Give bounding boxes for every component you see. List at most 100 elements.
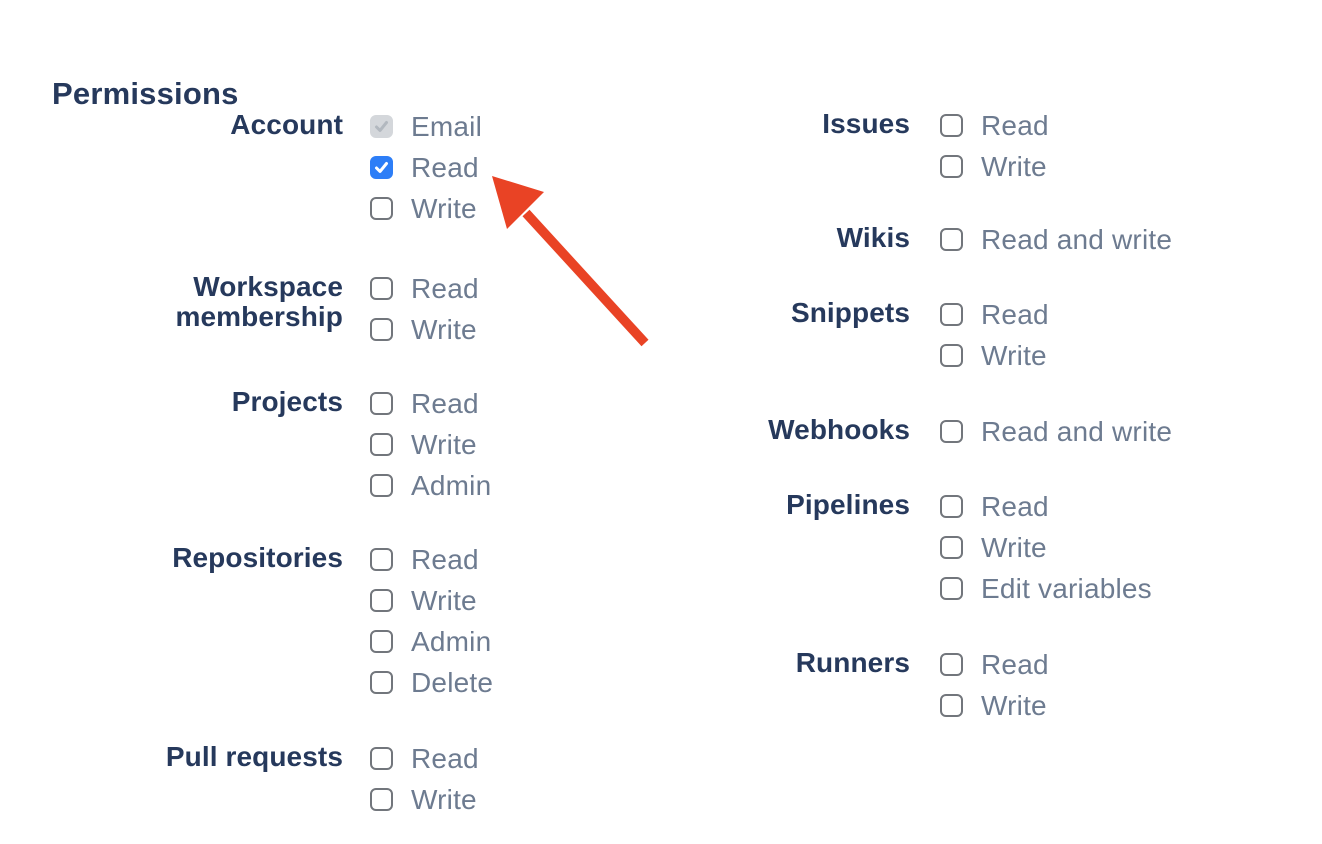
option-row: Write — [370, 424, 491, 465]
group-label: Account — [230, 109, 343, 140]
group-label: Wikis — [836, 222, 910, 253]
option-row: Read — [370, 383, 491, 424]
group-label: Runners — [795, 647, 910, 678]
group-label: Pipelines — [786, 489, 910, 520]
option-row: Delete — [370, 662, 493, 703]
permission-group-projects: Projects Read Write Admin — [113, 383, 491, 506]
option-label[interactable]: Read — [981, 298, 1049, 330]
checkbox-repositories-delete[interactable] — [370, 671, 393, 694]
group-label: Projects — [231, 386, 343, 417]
option-row: Write — [940, 335, 1049, 376]
check-icon — [375, 162, 388, 173]
option-label[interactable]: Write — [981, 150, 1047, 182]
option-label[interactable]: Read — [411, 387, 479, 419]
checkbox-pull-requests-read[interactable] — [370, 747, 393, 770]
checkbox-pipelines-edit-variables[interactable] — [940, 577, 963, 600]
group-label: Workspace membership — [175, 271, 343, 332]
option-row: Read — [940, 644, 1049, 685]
group-label: Webhooks — [768, 414, 910, 445]
group-label: Snippets — [790, 297, 910, 328]
option-label[interactable]: Write — [411, 313, 477, 345]
permission-group-snippets: Snippets Read Write — [680, 294, 1049, 376]
option-label[interactable]: Email — [411, 110, 483, 142]
checkbox-webhooks-read-and-write[interactable] — [940, 420, 963, 443]
check-icon — [375, 121, 388, 132]
permission-group-repositories: Repositories Read Write Admin Delete — [113, 539, 493, 703]
permission-group-account: Account Email Read Write — [113, 106, 482, 229]
checkbox-snippets-write[interactable] — [940, 344, 963, 367]
checkbox-runners-write[interactable] — [940, 694, 963, 717]
permission-group-workspace-membership: Workspace membership Read Write — [113, 268, 479, 350]
checkbox-projects-write[interactable] — [370, 433, 393, 456]
option-label[interactable]: Write — [411, 428, 477, 460]
option-row: Read and write — [940, 219, 1172, 260]
option-label[interactable]: Admin — [411, 625, 492, 657]
checkbox-repositories-read[interactable] — [370, 548, 393, 571]
option-label[interactable]: Admin — [411, 469, 492, 501]
annotation-arrow-shaft — [522, 209, 649, 347]
option-label[interactable]: Edit variables — [981, 572, 1152, 604]
option-label[interactable]: Read — [411, 742, 479, 774]
option-row: Admin — [370, 465, 491, 506]
option-label[interactable]: Write — [981, 689, 1047, 721]
checkbox-projects-read[interactable] — [370, 392, 393, 415]
checkbox-pull-requests-write[interactable] — [370, 788, 393, 811]
group-label: Repositories — [172, 542, 343, 573]
option-label[interactable]: Read — [981, 490, 1049, 522]
option-row: Write — [370, 779, 479, 820]
checkbox-repositories-write[interactable] — [370, 589, 393, 612]
permission-group-runners: Runners Read Write — [680, 644, 1049, 726]
option-label[interactable]: Read — [411, 543, 479, 575]
option-label[interactable]: Write — [411, 192, 477, 224]
permission-group-pull-requests: Pull requests Read Write — [113, 738, 479, 820]
checkbox-account-email[interactable] — [370, 115, 393, 138]
option-label[interactable]: Read — [981, 109, 1049, 141]
option-row: Read — [940, 486, 1152, 527]
option-label[interactable]: Read — [411, 272, 479, 304]
checkbox-account-write[interactable] — [370, 197, 393, 220]
checkbox-workspace-membership-write[interactable] — [370, 318, 393, 341]
checkbox-workspace-membership-read[interactable] — [370, 277, 393, 300]
option-row: Read — [940, 294, 1049, 335]
checkbox-runners-read[interactable] — [940, 653, 963, 676]
option-row: Write — [370, 580, 493, 621]
permission-group-wikis: Wikis Read and write — [680, 219, 1172, 260]
checkbox-repositories-admin[interactable] — [370, 630, 393, 653]
option-label[interactable]: Write — [981, 339, 1047, 371]
option-row: Admin — [370, 621, 493, 662]
option-label[interactable]: Read and write — [981, 223, 1173, 255]
option-label[interactable]: Read — [981, 648, 1049, 680]
option-label[interactable]: Read and write — [981, 415, 1173, 447]
option-row: Write — [940, 685, 1049, 726]
option-label[interactable]: Delete — [411, 666, 494, 698]
checkbox-issues-read[interactable] — [940, 114, 963, 137]
option-label[interactable]: Read — [411, 151, 479, 183]
option-row: Edit variables — [940, 568, 1152, 609]
checkbox-issues-write[interactable] — [940, 155, 963, 178]
option-row: Read — [370, 738, 479, 779]
checkbox-pipelines-write[interactable] — [940, 536, 963, 559]
permission-group-issues: Issues Read Write — [680, 105, 1049, 187]
option-row: Read — [940, 105, 1049, 146]
checkbox-wikis-read-and-write[interactable] — [940, 228, 963, 251]
option-row: Read — [370, 268, 479, 309]
group-label: Issues — [822, 108, 910, 139]
option-label[interactable]: Write — [411, 783, 477, 815]
option-row: Write — [940, 146, 1049, 187]
option-row: Email — [370, 106, 482, 147]
option-row: Write — [370, 188, 482, 229]
checkbox-pipelines-read[interactable] — [940, 495, 963, 518]
checkbox-account-read[interactable] — [370, 156, 393, 179]
annotation-arrow-head — [492, 176, 544, 229]
permission-group-webhooks: Webhooks Read and write — [680, 411, 1172, 452]
page-title: Permissions — [52, 76, 239, 111]
option-row: Read — [370, 147, 482, 188]
checkbox-projects-admin[interactable] — [370, 474, 393, 497]
group-label: Pull requests — [165, 741, 343, 772]
option-row: Read and write — [940, 411, 1172, 452]
option-row: Write — [370, 309, 479, 350]
checkbox-snippets-read[interactable] — [940, 303, 963, 326]
permission-group-pipelines: Pipelines Read Write Edit variables — [680, 486, 1152, 609]
option-label[interactable]: Write — [981, 531, 1047, 563]
option-label[interactable]: Write — [411, 584, 477, 616]
